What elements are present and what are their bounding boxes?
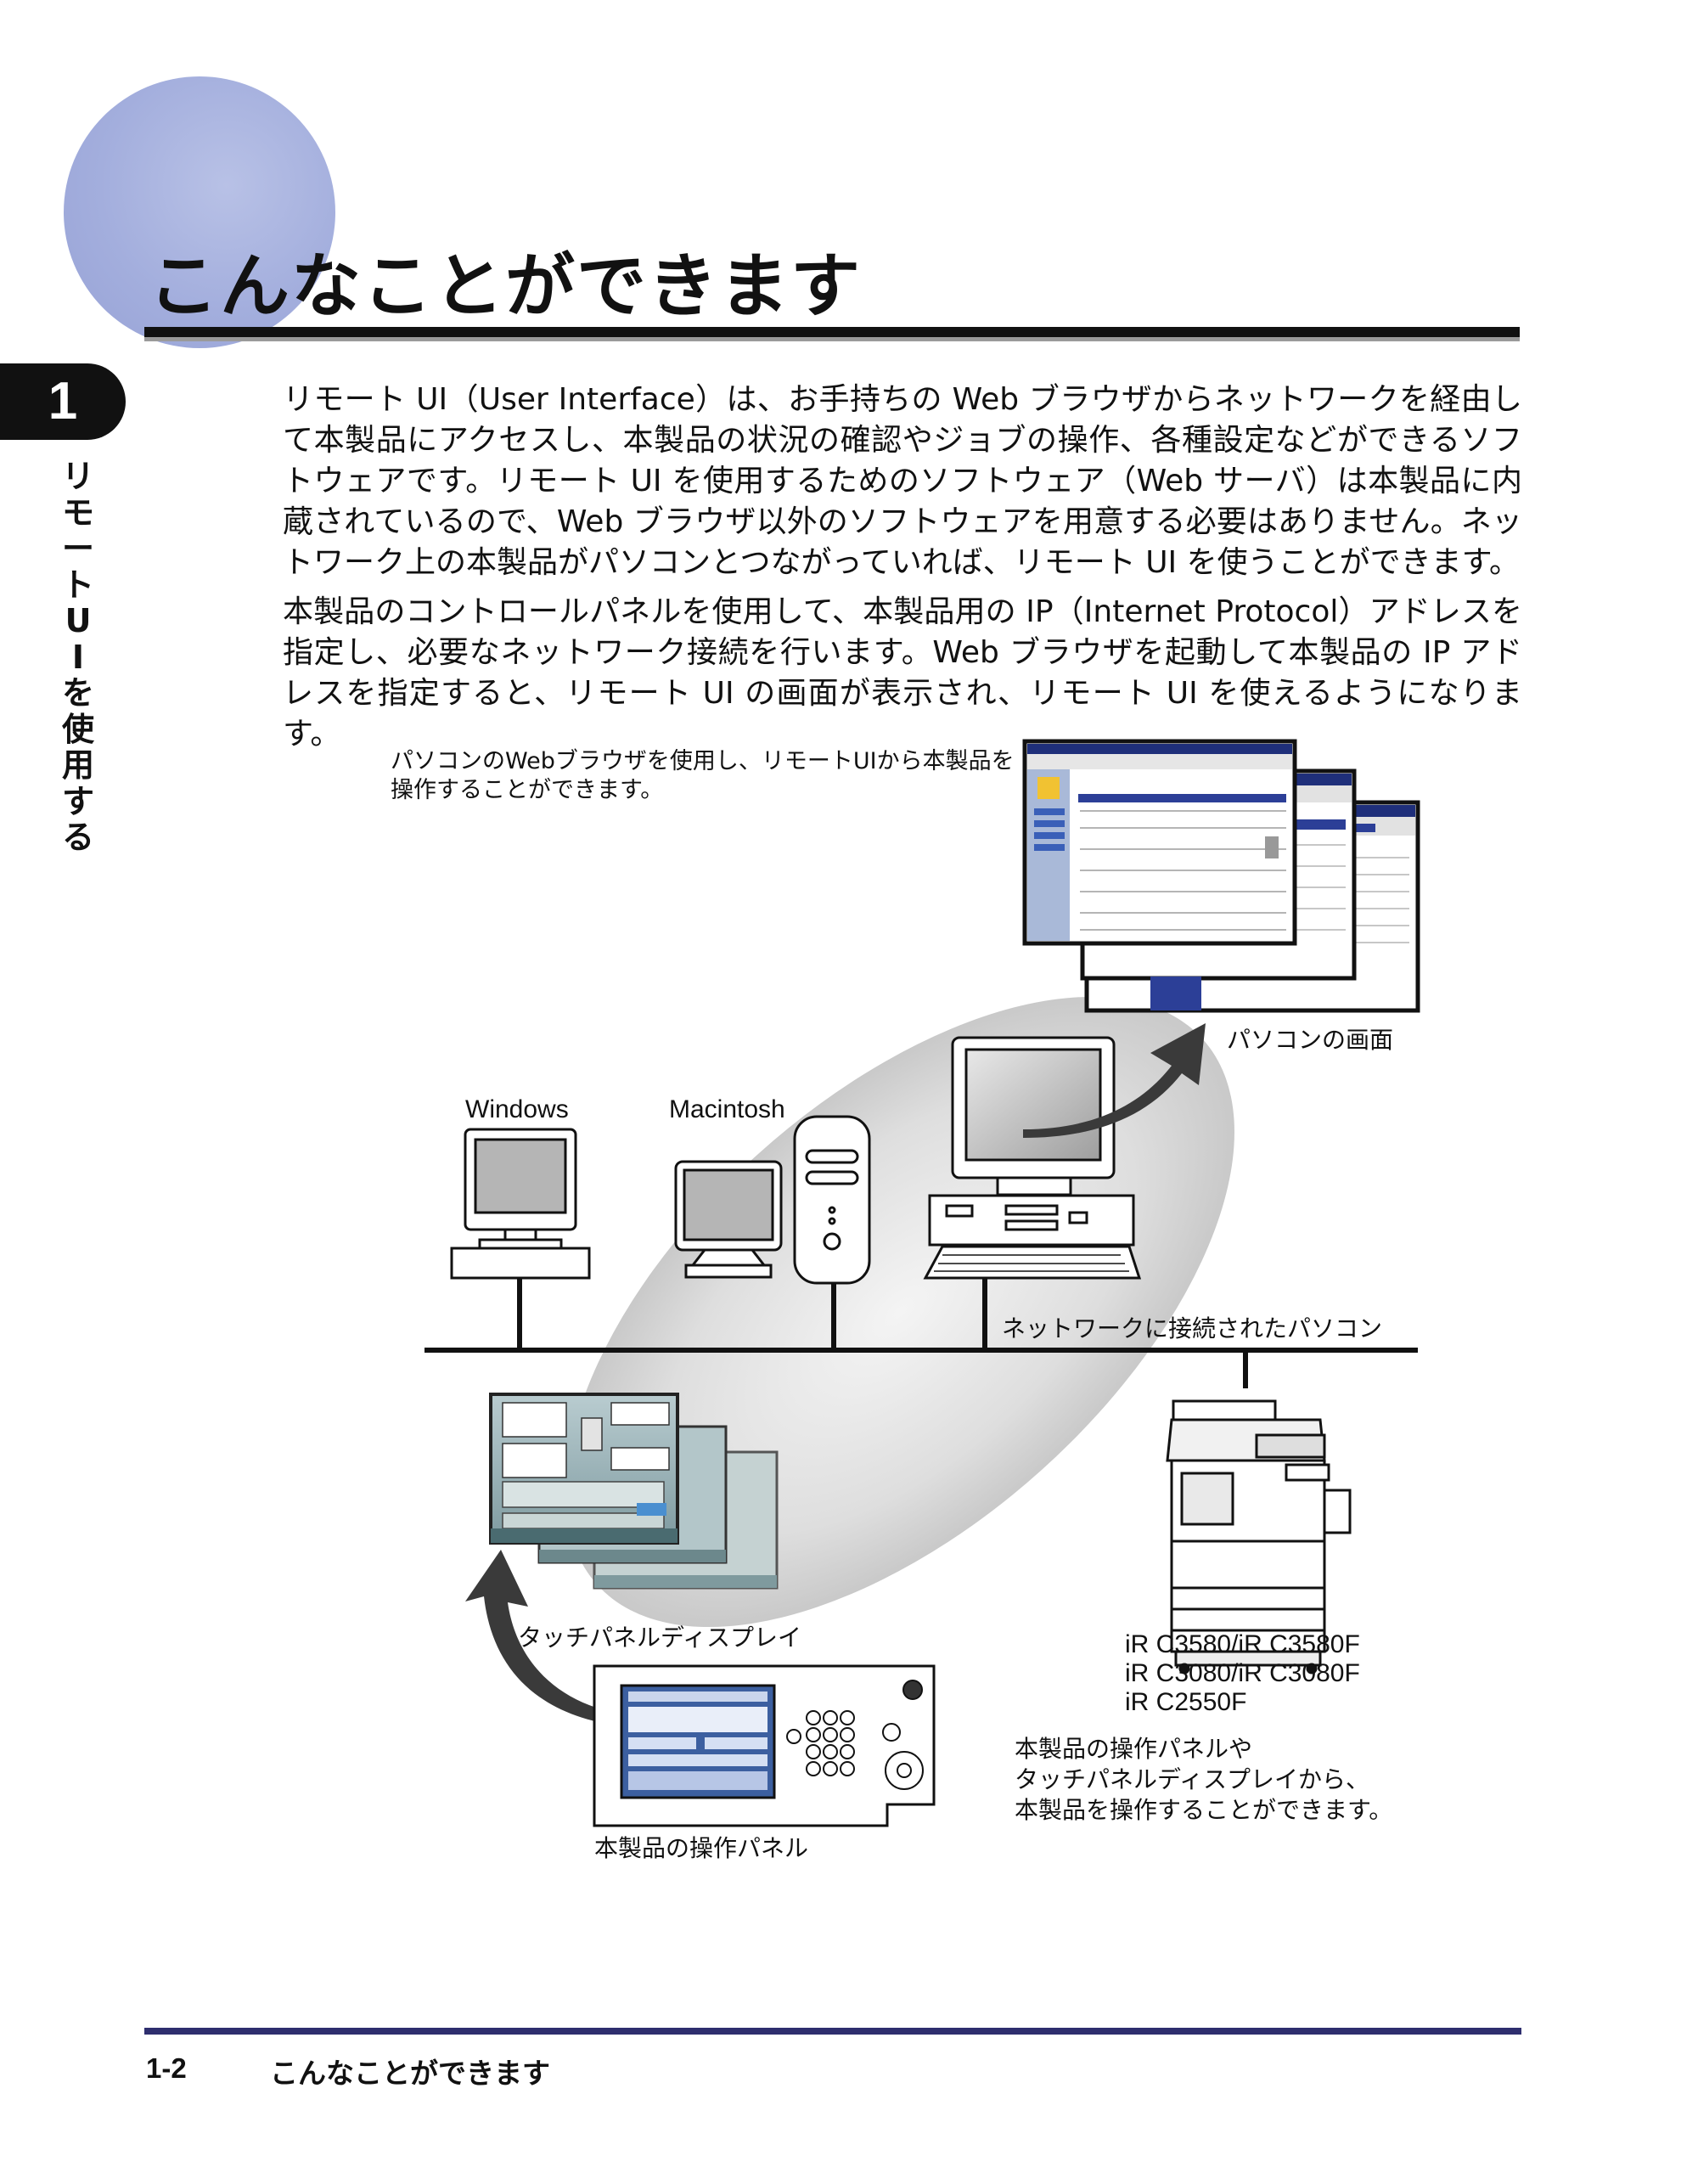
decorative-circle: [64, 76, 335, 348]
macintosh-label: Macintosh: [669, 1095, 785, 1123]
pc-screen-label: パソコンの画面: [1227, 1026, 1394, 1054]
model-name: iR C3580/iR C3580F: [1125, 1630, 1360, 1658]
panel-arrow: [465, 1550, 645, 1728]
model-name: iR C2550F: [1125, 1688, 1247, 1716]
title-rule: [144, 327, 1520, 337]
browser-window-1: [1022, 739, 1297, 946]
macintosh-illustration: [674, 1115, 871, 1285]
intro-paragraph: リモート UI（User Interface）は、お手持ちの Web ブラウザか…: [283, 382, 1522, 580]
touch-panel-screen-1: [489, 1393, 679, 1545]
model-name: iR C3080/iR C3080F: [1125, 1659, 1360, 1687]
copier-illustration: [1166, 1399, 1352, 1675]
footer-title: こんなことができます: [270, 2057, 550, 2090]
page-title: こんなことができます: [149, 246, 863, 327]
footer-rule: [144, 2028, 1521, 2035]
network-pc-label: ネットワークに接続されたパソコン: [1002, 1314, 1383, 1342]
operation-panel-illustration: [593, 1664, 936, 1827]
operation-note: 本製品の操作パネルや タッチパネルディスプレイから、 本製品を操作することができ…: [1015, 1735, 1393, 1824]
windows-label: Windows: [465, 1095, 569, 1123]
network-pc-illustration: [923, 1036, 1142, 1280]
browser-note: パソコンのWebブラウザを使用し、リモートUIから本製品を操作することができます…: [391, 748, 1015, 803]
page-number: 1-2: [146, 2052, 187, 2084]
setup-paragraph: 本製品のコントロールパネルを使用して、本製品用の IP（Internet Pro…: [283, 594, 1522, 751]
model-list: iR C3580/iR C3580F iR C3080/iR C3080F iR…: [1125, 1630, 1360, 1717]
chapter-number-tab: 1: [0, 363, 126, 440]
title-rule-shadow: [144, 337, 1520, 341]
touch-panel-label: タッチパネルディスプレイ: [518, 1624, 802, 1652]
keyboard-keys: [934, 1254, 1129, 1272]
operation-panel-label: 本製品の操作パネル: [594, 1834, 809, 1862]
chapter-vertical-label: リ モ ー ト U I を 使 用 す る: [61, 458, 94, 857]
screen-arrow: [1023, 1023, 1206, 1138]
windows-pc-illustration: [450, 1128, 591, 1280]
keypad: [786, 1680, 924, 1790]
